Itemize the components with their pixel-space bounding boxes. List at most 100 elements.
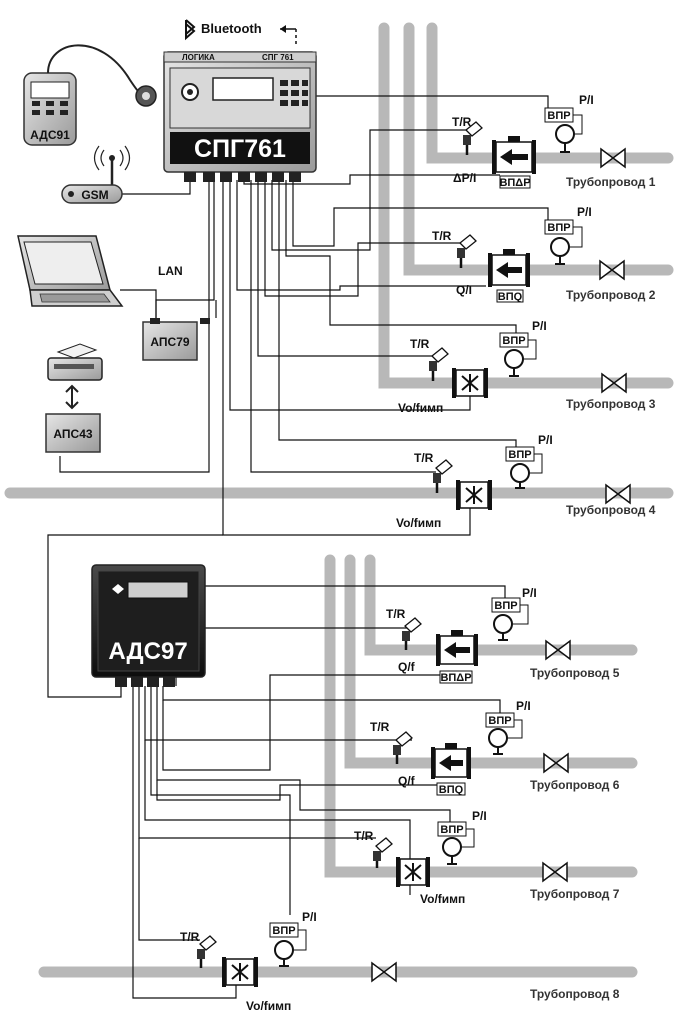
vpr-label-7: ВПР [440,824,463,836]
pressure-transducer-1: ВПР [544,107,583,153]
tr-label-4: T/R [414,451,434,465]
ads91-device[interactable]: АДС91 [23,44,157,146]
q-f-label-5: Q/f [398,660,416,674]
pipeline-6-instruments: T/R ВПQ Q/f ВПР P/I Трубопровод 6 [370,699,620,796]
pipe-3 [426,22,674,164]
spg761-cable-glands [184,172,301,182]
pressure-transducer-8: ВПР [269,922,307,967]
turbine-icon [465,486,483,504]
valve-icon-1 [600,147,626,169]
temperature-sensor-8 [197,935,217,968]
vo-label-3: Vo/fимп [398,401,443,415]
tr-label-1: T/R [452,115,472,129]
turbine-meter-8 [222,957,258,987]
vpr-label-5: ВПР [494,600,517,612]
valve-icon-8 [371,961,397,983]
q-f-label-6: Q/f [398,774,416,788]
spg761-keypad[interactable] [280,80,308,106]
ads97-indicator-icon [112,584,124,594]
ads97-device[interactable]: АДС97 [91,564,206,687]
spg761-title: СПГ761 [194,135,286,163]
pipeline-label-7: Трубопровод 7 [530,887,620,901]
turbine-meter-7 [396,857,430,887]
pipeline-4-instruments: T/R Vo/fимп ВПР P/I Трубопровод 4 [396,433,656,530]
gsm-modem: GSM [61,145,131,204]
vpr-label-6: ВПР [488,715,511,727]
flowmeter-q-2: ВПQ [488,249,530,303]
pressure-transducer-5: ВПР [491,597,529,641]
q-i-label-2: Q/I [456,283,472,297]
spg761-panel-title: СПГ 761 [262,53,294,62]
spg761-device[interactable]: ЛОГИКА СПГ 761 СПГ761 [163,51,317,182]
vpdp-label-5: ВПΔР [440,672,471,684]
bluetooth: Bluetooth [185,19,297,46]
ads97-title: АДС97 [108,638,187,665]
valve-icon-2 [599,259,625,281]
pressure-transducer-4: ВПР [505,446,543,489]
pressure-transducer-7: ВПР [437,821,475,865]
pipe-1 [378,22,674,389]
pipes-upper [4,22,674,499]
temperature-sensor-5 [402,617,422,650]
laptop[interactable] [17,235,124,307]
tr-label-3: T/R [410,337,430,351]
ads97-cable-glands [115,677,175,687]
pi-label-8: P/I [302,910,317,924]
vpr-label-1: ВПР [547,110,570,122]
vo-label-4: Vo/fимп [396,516,441,530]
tr-label-2: T/R [432,229,452,243]
pipeline-label-8: Трубопровод 8 [530,987,620,1001]
valve-icon-6 [543,752,569,774]
temperature-sensor-4 [433,459,453,493]
wiring-upper [47,95,549,698]
vpr-label-4: ВПР [508,449,531,461]
spg761-display [212,77,274,101]
vpr-label-3: ВПР [502,335,525,347]
pipeline-label-5: Трубопровод 5 [530,666,620,680]
pipe-2 [403,22,674,276]
flowmeter-dp-1: ВПΔР [492,136,536,189]
bluetooth-icon [185,19,196,41]
aps43-device[interactable]: АПС43 [45,413,101,453]
pipeline-5-instruments: T/R ВПΔР Q/f ВПР P/I Трубопровод 5 [386,586,620,684]
turbine-icon [231,963,249,981]
pipeline-label-1: Трубопровод 1 [566,175,656,189]
lan-label: LAN [158,264,183,278]
pi-label-3: P/I [532,319,547,333]
vpdp-label-1: ВПΔР [499,177,530,189]
flow-arrow-icon [500,149,528,165]
aps79-device[interactable]: АПС79 [142,318,210,361]
vpq-label-2: ВПQ [498,291,523,303]
turbine-icon [404,863,422,881]
ads91-title: АДС91 [30,128,70,142]
aps43-title: АПС43 [53,427,92,441]
vo-label-7: Vo/fимп [420,892,465,906]
dp-i-label-1: ΔP/I [453,171,476,185]
pipeline-8-instruments: T/R Vo/fимп ВПР P/I Трубопровод 8 [180,910,620,1013]
gsm-label: GSM [81,188,108,202]
valve-icon-5 [545,639,571,661]
pi-label-7: P/I [472,809,487,823]
pipeline-label-2: Трубопровод 2 [566,288,656,302]
pi-label-6: P/I [516,699,531,713]
pipe-7 [364,554,638,656]
tr-label-7: T/R [354,829,374,843]
flow-arrow-icon [496,262,522,278]
pipeline-label-4: Трубопровод 4 [566,503,656,517]
printer [47,343,103,381]
bluetooth-label: Bluetooth [201,21,262,36]
pipeline-3-instruments: T/R Vo/fимп ВПР P/I Трубопровод 3 [398,319,656,415]
pipeline-label-3: Трубопровод 3 [566,397,656,411]
valve-icon-3 [601,372,627,394]
aps79-title: АПС79 [150,335,189,349]
turbine-icon [461,374,479,392]
spg761-brand: ЛОГИКА [182,53,215,62]
vpr-label-8: ВПР [272,925,295,937]
temperature-sensor-2 [457,234,477,268]
pressure-transducer-3: ВПР [499,332,537,377]
tr-label-5: T/R [386,607,406,621]
pipeline-2-instruments: T/R ВПQ Q/I ВПР P/I Трубопровод 2 [432,205,656,303]
turbine-meter-4 [456,480,492,510]
tr-label-6: T/R [370,720,390,734]
pi-label-4: P/I [538,433,553,447]
